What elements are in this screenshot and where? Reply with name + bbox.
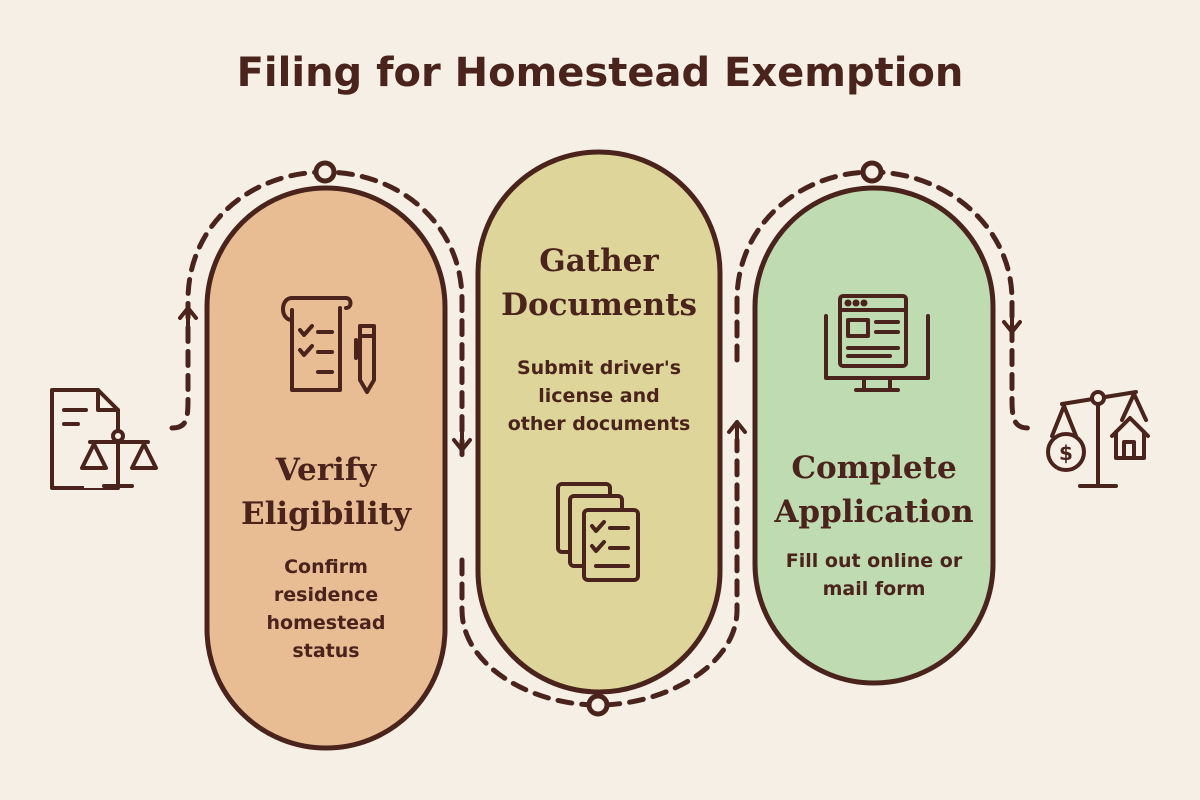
stage-2-title: Gather Documents xyxy=(478,239,720,327)
arrow-up-icon xyxy=(178,306,198,334)
stage-3-pill xyxy=(752,185,996,686)
document-with-scales-icon xyxy=(50,388,158,490)
stacked-documents-icon xyxy=(556,482,640,582)
stage-2-description-line: other documents xyxy=(507,413,691,435)
arrow-down-icon xyxy=(452,426,472,452)
checklist-scroll-pen-icon xyxy=(281,296,376,394)
stage-2-description-line: Submit driver's xyxy=(516,357,682,379)
connector-node-bottom xyxy=(586,693,610,717)
stage-3-description-line: Fill out online or xyxy=(785,550,963,572)
stage-3-title: Complete Application xyxy=(755,446,993,534)
diagram-title: Filing for Homestead Exemption xyxy=(236,50,964,96)
stage-3-description: Fill out online or mail form xyxy=(755,547,993,603)
scales-money-house-icon: $ xyxy=(1046,390,1150,488)
stage-2-description: Submit driver's license and other docume… xyxy=(478,354,720,438)
svg-text:$: $ xyxy=(1059,441,1073,465)
stage-3-title-line-2: Application xyxy=(774,494,974,530)
arrow-up-icon xyxy=(727,420,747,448)
stage-1-description-line: status xyxy=(292,640,360,662)
stage-1-pill xyxy=(204,185,448,751)
stage-1-description: Confirm residence homestead status xyxy=(207,553,445,665)
stage-1-title-line-2: Eligibility xyxy=(241,496,411,532)
stage-1-title: Verify Eligibility xyxy=(207,448,445,536)
stage-3-title-line-1: Complete xyxy=(791,450,957,486)
connector-node-top-left xyxy=(313,160,337,184)
stage-1-description-line: residence xyxy=(273,584,379,606)
arrow-down-icon xyxy=(1002,308,1022,334)
stage-2-title-line-2: Documents xyxy=(501,287,697,323)
computer-monitor-icon xyxy=(824,294,930,392)
stage-2-title-line-1: Gather xyxy=(539,243,659,279)
stage-3-description-line: mail form xyxy=(822,578,926,600)
connector-node-top-right xyxy=(860,160,884,184)
stage-1-title-line-1: Verify xyxy=(275,452,377,488)
stage-1-description-line: homestead xyxy=(266,612,386,634)
stage-2-pill xyxy=(475,149,723,695)
stage-1-description-line: Confirm xyxy=(284,556,368,578)
stage-2-description-line: license and xyxy=(538,385,660,407)
